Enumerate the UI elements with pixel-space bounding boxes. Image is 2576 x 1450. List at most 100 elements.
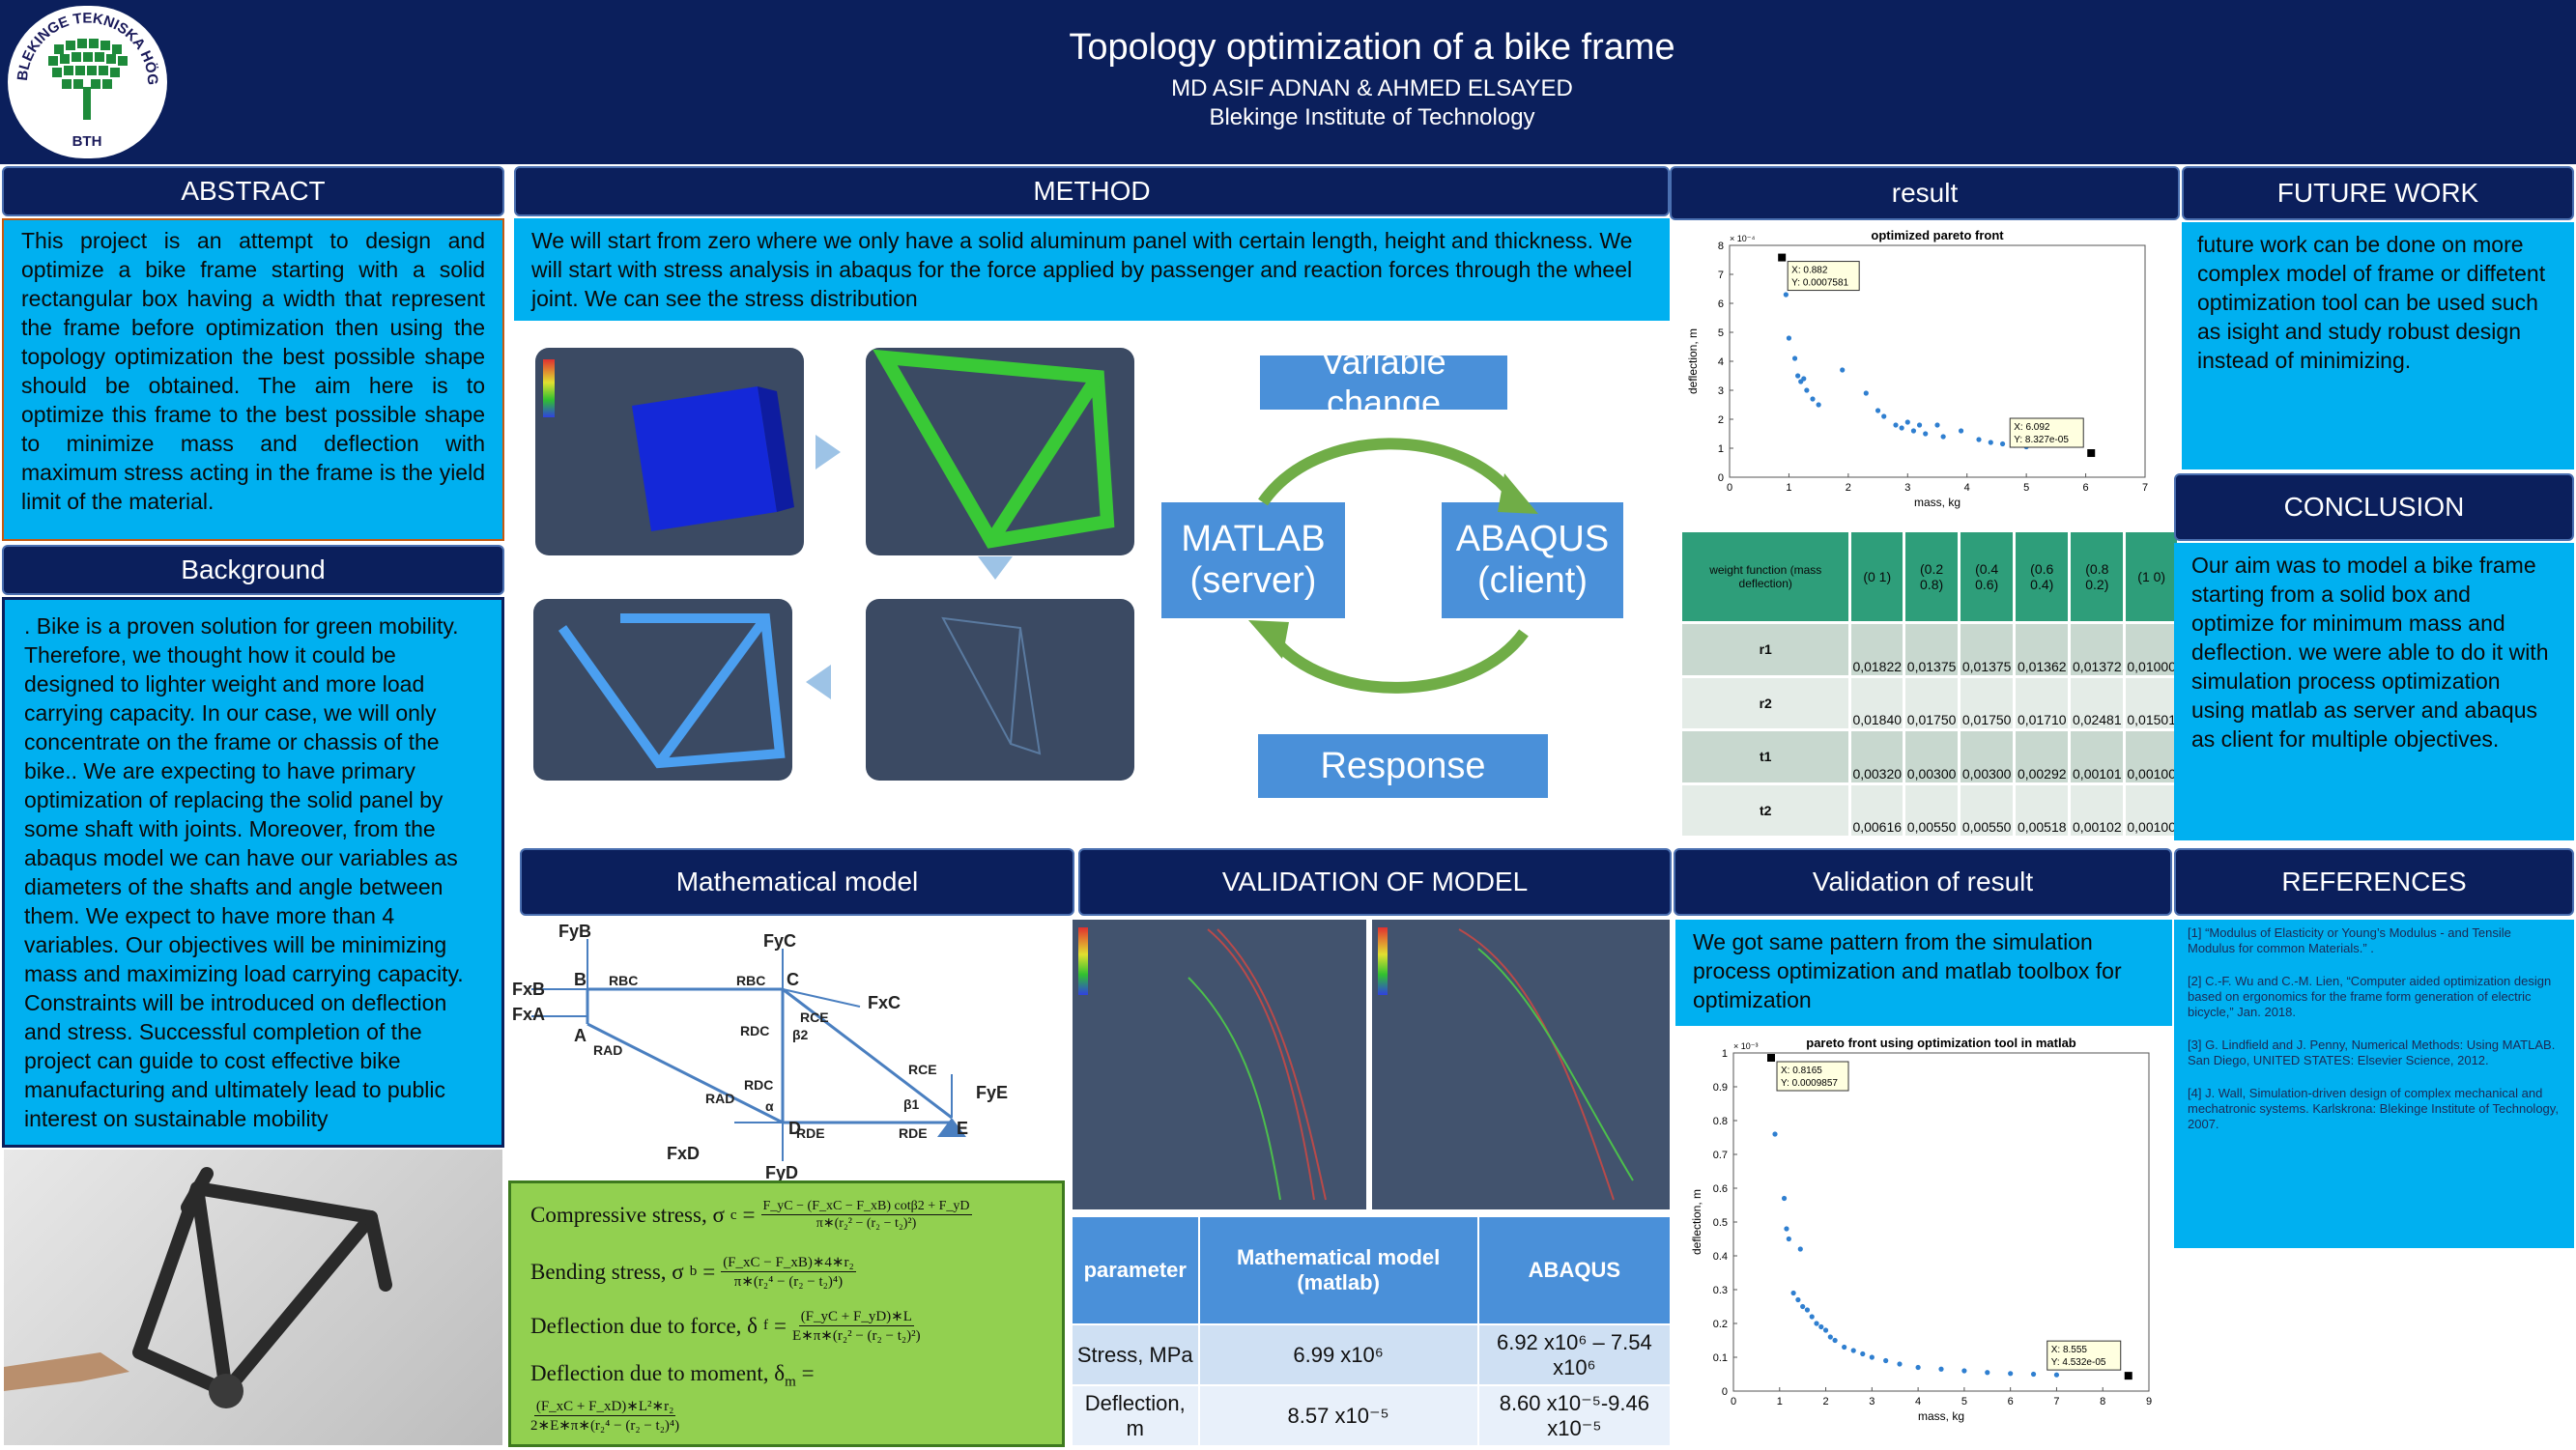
eq3-denominator: E∗π∗(r₂² − (r₂ − t₂)²) (791, 1328, 921, 1344)
data-point (1804, 1307, 1811, 1313)
table-cell: 0,00100 (2123, 728, 2180, 785)
data-point (1795, 373, 1801, 379)
server-label: (server) (1189, 560, 1317, 601)
eq1-equals: = (742, 1203, 756, 1227)
force-fxc (782, 988, 861, 1008)
data-point (1783, 292, 1789, 298)
data-point (1842, 1344, 1847, 1350)
eq1-label: Compressive stress, σ (530, 1203, 725, 1227)
y-exponent: × 10⁻⁴ (1730, 234, 1756, 243)
member-ce (782, 987, 953, 1120)
reference-item: [3] G. Lindfield and J. Penny, Numerical… (2188, 1038, 2556, 1067)
response-box: Response (1258, 734, 1548, 798)
header-bar (0, 0, 2576, 164)
eq3-fraction: (F_yC + F_yD)∗L E∗π∗(r₂² − (r₂ − t₂)²) (792, 1307, 921, 1345)
y-tick-label: 6 (1718, 299, 1724, 310)
datatip-2-x: X: 6.092 (2014, 422, 2050, 433)
y-tick-label: 0.5 (1713, 1217, 1728, 1229)
table-cell: 0,00616 (1848, 782, 1906, 839)
label-rad-1: RAD (593, 1042, 622, 1058)
data-point (1790, 1290, 1796, 1296)
data-point (1961, 1368, 1967, 1374)
reference-item: [2] C.-F. Wu and C.-M. Lien, “Computer a… (2188, 974, 2552, 1019)
x-tick-label: 2 (1846, 482, 1851, 494)
table-cell: 0,01372 (2068, 621, 2127, 678)
label-rdc-1: RDC (740, 1023, 769, 1038)
y-tick-label: 1 (1722, 1048, 1728, 1060)
x-tick-label: 7 (2142, 482, 2148, 494)
data-point (1999, 441, 2006, 447)
background-header: Background (2, 545, 504, 595)
table-cell: Stress, MPa (1071, 1323, 1200, 1386)
data-point (1816, 402, 1821, 408)
label-fxb: FxB (512, 980, 545, 999)
y-tick-label: 1 (1718, 443, 1724, 455)
data-point (1958, 428, 1964, 434)
method-figure-area: Variable change MATLAB (server) ABAQUS (… (514, 328, 1670, 831)
data-point (1804, 387, 1810, 393)
table-cell: 0,01822 (1848, 621, 1906, 678)
eq4-label: Deflection due to moment, δ (530, 1361, 786, 1385)
pareto-end-marker (2087, 449, 2096, 458)
eq2-label: Bending stress, σ (530, 1259, 684, 1284)
eq1-denominator: π∗(r₂² − (r₂ − t₂)²) (816, 1216, 917, 1231)
abaqus-client-box: ABAQUS (client) (1442, 502, 1623, 618)
datatip-2 (2046, 1340, 2122, 1371)
table-cell: t2 (1678, 782, 1852, 839)
eq1-numerator: F_yC − (F_xC − F_xB) cotβ2 + F_yD (760, 1199, 972, 1215)
pareto-start-marker (1778, 253, 1787, 262)
eq4-sub: m (785, 1374, 796, 1390)
plot-area (1732, 1052, 2150, 1392)
datatip-1-y: Y: 0.0007581 (1791, 278, 1848, 289)
data-point (1840, 367, 1846, 373)
table-cell: 0,01375 (1903, 621, 1961, 678)
validation-result-text: We got same pattern from the simulation … (1675, 920, 2172, 1026)
table-cell: 0,01750 (1903, 674, 1961, 731)
eq4-fraction: (F_xC + F_xD)∗L²∗r₂ 2∗E∗π∗(r₂⁴ − (r₂ − t… (530, 1397, 679, 1435)
y-axis-label: deflection, m (1686, 328, 1700, 394)
data-point (1822, 1327, 1829, 1333)
authors: MD ASIF ADNAN & AHMED ELSAYED (1171, 75, 1573, 101)
y-tick-label: 8 (1718, 241, 1724, 252)
label-beta2: β2 (792, 1027, 809, 1042)
tree-logo-icon: BLEKINGE TEKNISKA HÖGSKOLA BTH (8, 6, 160, 150)
label-fyb: FyB (558, 922, 591, 941)
table-cell: 0,00550 (1903, 782, 1961, 839)
data-point (1899, 425, 1904, 431)
member-ad (587, 1022, 784, 1124)
datatip-2-y: Y: 8.327e-05 (2014, 435, 2069, 445)
data-point (1869, 1354, 1875, 1360)
data-point (1795, 1296, 1801, 1303)
abaqus-tube-frame-screenshot (533, 599, 792, 781)
data-point (1940, 434, 1946, 440)
y-tick-label: 4 (1718, 356, 1724, 368)
x-tick-label: 8 (2100, 1396, 2105, 1407)
data-point (1800, 1303, 1806, 1310)
matlab-label: MATLAB (1181, 519, 1326, 559)
eq4-line: Deflection due to moment, δm = (530, 1361, 815, 1390)
datatip-1 (1787, 261, 1860, 292)
data-point (1863, 390, 1869, 396)
table-cell: 6.92 x10⁶ – 7.54 x10⁶ (1476, 1323, 1673, 1386)
matlab-pareto-chart: pareto front using optimization tool in … (1675, 1030, 2174, 1449)
table-header-cell: ABAQUS (1476, 1215, 1673, 1325)
data-point (1893, 422, 1899, 428)
label-fye: FyE (976, 1083, 1008, 1102)
table-cell: 0,01840 (1848, 674, 1906, 731)
x-tick-label: 1 (1777, 1396, 1783, 1407)
label-fxd: FxD (667, 1144, 700, 1163)
table-cell: 0,00102 (2068, 782, 2127, 839)
table-cell: 0,01000 (2123, 621, 2180, 678)
data-point (1850, 1348, 1856, 1353)
data-point (1860, 1350, 1866, 1357)
data-point (1832, 1337, 1838, 1344)
table-cell: 0,00300 (1903, 728, 1961, 785)
table-cell: 0,01750 (1958, 674, 2017, 731)
data-point (1818, 1323, 1824, 1330)
pareto-start-marker (1767, 1054, 1776, 1063)
